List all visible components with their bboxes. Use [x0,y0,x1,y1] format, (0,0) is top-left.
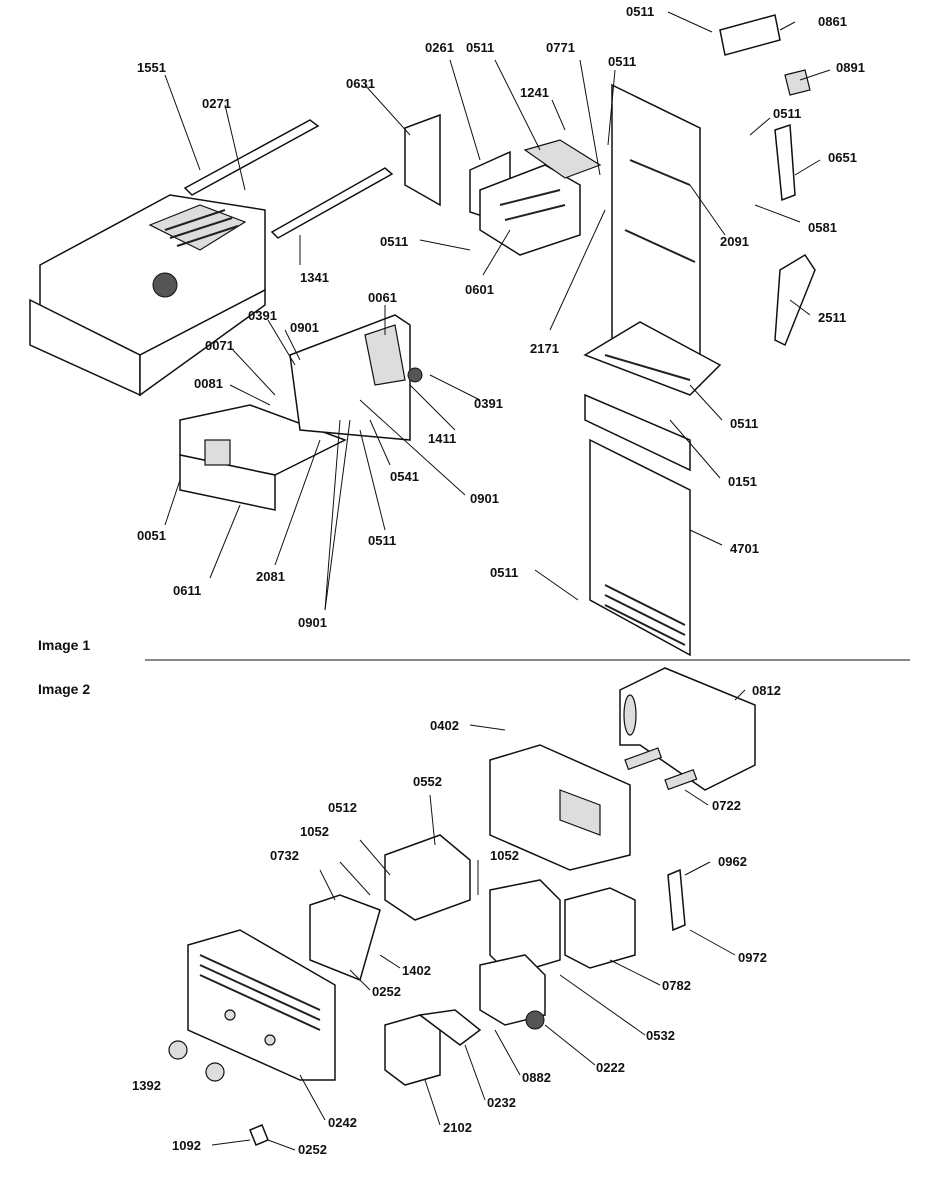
knob-1392 [168,1040,188,1060]
part-label: 0511 [490,565,518,580]
plate-2102 [384,1014,441,1086]
image2-leaders [211,689,746,1151]
part-label: 1052 [490,848,519,863]
part-label: 2081 [256,569,285,584]
ice-maker-housing [583,83,722,657]
part-label: 0581 [808,220,837,235]
part-label: 0782 [662,978,691,993]
part-label: 1241 [520,85,549,100]
image1-title: Image 1 [38,637,90,653]
switch-0232 [418,1009,482,1046]
part-label: 0732 [270,848,299,863]
bracket-0552 [384,834,471,921]
part-label: 0242 [328,1115,357,1130]
part-label: 0511 [730,416,758,431]
frame-0782 [564,887,636,969]
part-label: 0901 [298,615,327,630]
part-label: 0051 [137,528,166,543]
part-label: 0972 [738,950,767,965]
part-label: 2171 [530,341,559,356]
part-label: 0532 [646,1028,675,1043]
part-label: 0061 [368,290,397,305]
part-label: 0391 [248,308,277,323]
part-label: 1092 [172,1138,201,1153]
part-label: 0882 [522,1070,551,1085]
part-label: 0391 [474,396,503,411]
strip-0651 [774,123,796,202]
part-label: 0601 [465,282,494,297]
part-label: 0901 [470,491,499,506]
cup-0532 [479,954,546,1026]
block-0891 [784,69,811,96]
part-label: 0261 [425,40,454,55]
part-label: 0651 [828,150,857,165]
part-label: 1551 [137,60,166,75]
part-label: 1341 [300,270,329,285]
part-label: 0901 [290,320,319,335]
part-label: 0552 [413,774,442,789]
image2-title: Image 2 [38,681,90,697]
part-label: 2091 [720,234,749,249]
part-label: 1392 [132,1078,161,1093]
ice-bucket [29,194,266,397]
part-label: 1402 [402,963,431,978]
strip-2511 [774,253,816,347]
part-label: 0151 [728,474,757,489]
part-label: 0891 [836,60,865,75]
dispenser-module [179,314,423,511]
part-label: 0511 [380,234,408,249]
part-label: 0511 [773,106,801,121]
part-label: 2102 [443,1120,472,1135]
housing-0402 [489,744,631,871]
chute-0782 [489,879,561,976]
part-label: 0232 [487,1095,516,1110]
front-panel-0242 [187,929,336,1081]
knob-1392-b [205,1062,225,1082]
part-label: 0252 [298,1142,327,1157]
part-label: 0222 [596,1060,625,1075]
image1-parts [29,14,816,657]
part-label: 2511 [818,310,846,325]
part-label: 0812 [752,683,781,698]
part-label: 0861 [818,14,847,29]
part-label: 0611 [173,583,201,598]
part-label: 0081 [194,376,223,391]
part-label: 0271 [202,96,231,111]
part-label: 0402 [430,718,459,733]
part-label: 0631 [346,76,375,91]
pin-0722-b [664,768,698,791]
part-label: 1052 [300,824,329,839]
ice-maker [469,139,602,256]
part-label: 0511 [466,40,494,55]
part-label: 0771 [546,40,575,55]
plate-0962 [667,868,686,932]
part-label: 0252 [372,984,401,999]
part-label: 0541 [390,469,419,484]
top-bar-0861 [719,14,781,56]
pin-0722 [624,747,663,771]
part-label: 0511 [368,533,396,548]
part-label: 0512 [328,800,357,815]
part-label: 0722 [712,798,741,813]
image1-leaders [164,11,831,611]
rail-1341 [270,167,394,239]
part-label: 0962 [718,854,747,869]
part-label: 1411 [428,431,456,446]
actuator-0732 [309,894,381,982]
image2-parts [168,667,756,1146]
rail-1551 [183,119,320,196]
part-label: 4701 [730,541,759,556]
image1-labels: 0511 0861 0891 0511 0651 0581 2091 2511 … [137,4,865,630]
back-panel-0812 [619,667,756,791]
part-label: 0511 [608,54,636,69]
bracket-0631 [404,113,441,207]
part-label: 0511 [626,4,654,19]
part-label: 0071 [205,338,234,353]
image2-labels: 0812 0402 0722 0552 0512 1052 1052 0732 … [132,683,781,1157]
clip-1092 [249,1124,269,1146]
